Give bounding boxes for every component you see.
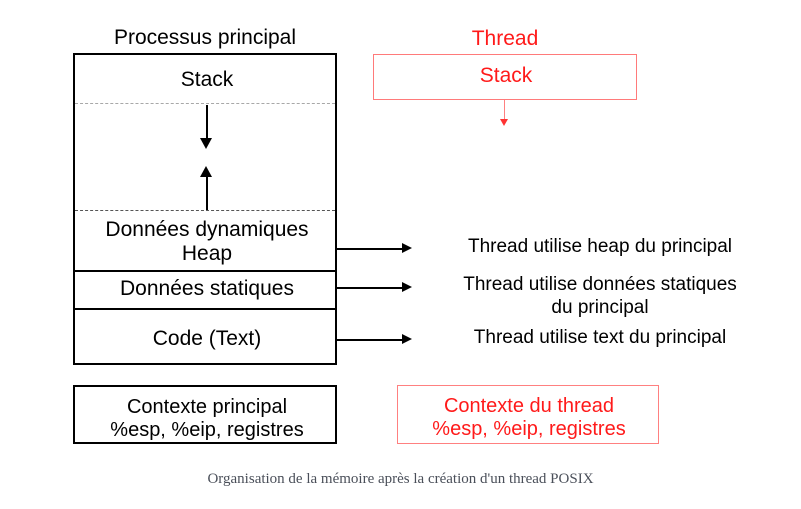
process-context-box: Contexte principal %esp, %eip, registres xyxy=(73,385,337,444)
static-data-top-divider xyxy=(75,270,335,272)
heap-boundary-dashed-line xyxy=(75,210,335,211)
static-connector-arrow-head xyxy=(402,282,412,292)
process-title: Processus principal xyxy=(113,26,297,49)
static-connector-arrow-shaft xyxy=(337,287,403,289)
stack-boundary-dashed-line xyxy=(75,103,335,104)
note-heap: Thread utilise heap du principal xyxy=(467,236,733,257)
note-static: Thread utilise données statiques du prin… xyxy=(463,274,737,318)
heap-growth-arrow-head-up xyxy=(200,166,212,177)
heap-growth-arrow-shaft xyxy=(205,177,208,210)
stack-growth-arrow-head-down xyxy=(200,138,212,149)
text-connector-arrow-head xyxy=(402,334,412,344)
process-section-code-label: Code (Text) xyxy=(152,327,262,350)
note-text: Thread utilise text du principal xyxy=(473,327,727,348)
thread-context-label: Contexte du thread %esp, %eip, registres xyxy=(432,395,626,440)
figure-caption: Organisation de la mémoire après la créa… xyxy=(207,471,594,487)
process-context-label: Contexte principal %esp, %eip, registres xyxy=(110,396,304,441)
thread-context-box: Contexte du thread %esp, %eip, registres xyxy=(397,385,659,444)
process-section-heap-label: Données dynamiques Heap xyxy=(105,218,309,266)
heap-connector-arrow-head xyxy=(402,243,412,253)
thread-stack-label: Stack xyxy=(479,64,533,87)
thread-stack-box: Stack xyxy=(373,54,637,100)
stack-growth-arrow-shaft xyxy=(205,105,208,139)
thread-title: Thread xyxy=(471,27,539,50)
process-section-static-label: Données statiques xyxy=(120,277,294,300)
heap-connector-arrow-shaft xyxy=(337,248,403,250)
thread-stack-growth-arrow-shaft xyxy=(504,100,505,121)
process-memory-box: Stack Données dynamiques Heap Données st… xyxy=(73,53,337,365)
text-connector-arrow-shaft xyxy=(337,339,403,341)
thread-stack-growth-arrow-head-down xyxy=(500,119,508,126)
static-data-bottom-divider xyxy=(75,308,335,310)
process-section-stack-label: Stack xyxy=(180,68,234,91)
